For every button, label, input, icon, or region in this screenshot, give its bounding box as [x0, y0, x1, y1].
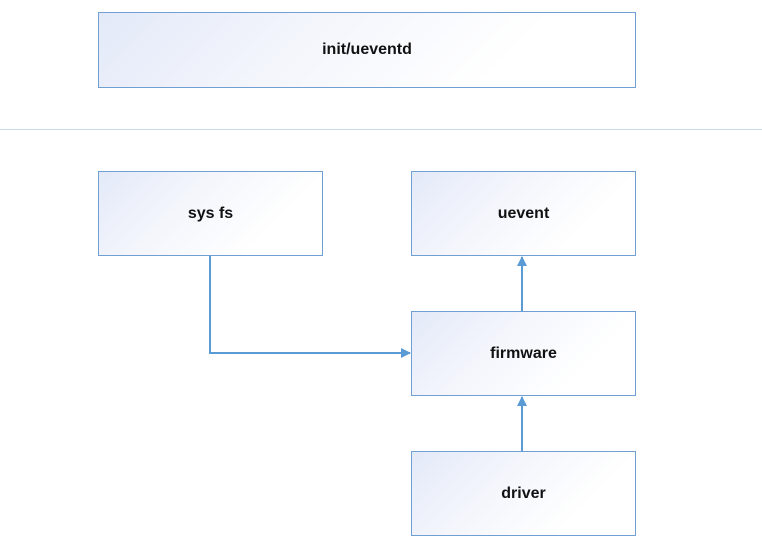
init-ueventd-box: init/ueventd	[98, 12, 636, 88]
driver-box: driver	[411, 451, 636, 536]
sysfs-label: sys fs	[187, 204, 234, 222]
layer-divider	[0, 129, 762, 130]
uevent-label: uevent	[497, 204, 550, 222]
sysfs-box: sys fs	[98, 171, 323, 256]
firmware-box: firmware	[411, 311, 636, 396]
uevent-box: uevent	[411, 171, 636, 256]
sysfs-to-firmware-arrow	[209, 256, 411, 358]
firmware-label: firmware	[490, 344, 557, 362]
init-ueventd-label: init/ueventd	[322, 41, 412, 58]
driver-label: driver	[501, 484, 546, 502]
